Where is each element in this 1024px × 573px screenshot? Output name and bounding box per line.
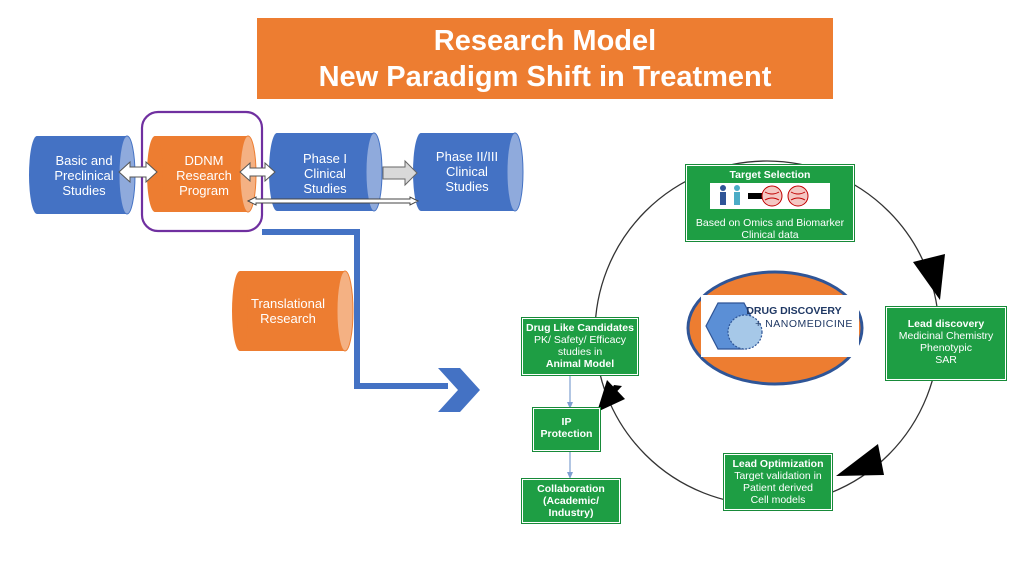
collaboration-line-1: Collaboration	[537, 483, 605, 495]
flow-arrow-line	[262, 229, 448, 389]
drug-like-title: Drug Like Candidates	[526, 322, 634, 334]
logo-line-2: + NANOMEDICINE	[755, 318, 853, 330]
double-arrow-ddnm-phase23	[246, 196, 420, 206]
double-arrow-ddnm-phase1	[239, 161, 276, 183]
cylinder-basic	[29, 135, 136, 215]
title-banner: Research Model New Paradigm Shift in Tre…	[257, 18, 833, 99]
box-collaboration: Collaboration (Academic/ Industry)	[521, 478, 621, 524]
lead-optimization-body-2: Patient derived	[742, 482, 814, 494]
logo-line-1: DRUG DISCOVERY	[746, 305, 841, 317]
omics-icons	[710, 183, 830, 209]
drug-discovery-logo	[686, 270, 864, 386]
title-line-2: New Paradigm Shift in Treatment	[318, 61, 772, 93]
target-selection-title: Target Selection	[729, 169, 811, 181]
lead-discovery-title: Lead discovery	[907, 318, 985, 330]
ip-line-2: Protection	[540, 428, 593, 440]
box-drug-like-candidates: Drug Like Candidates PK/ Safety/ Efficac…	[521, 317, 639, 376]
cylinder-translational	[232, 270, 354, 352]
box-target-selection: Target Selection Based on Omics and Biom…	[685, 164, 855, 242]
lead-discovery-body-1: Medicinal Chemistry	[898, 330, 994, 342]
collaboration-line-3: Industry)	[548, 507, 594, 519]
arrow-phase1-phase23	[382, 159, 418, 187]
lead-discovery-body-2: Phenotypic	[920, 342, 972, 354]
ip-line-1: IP	[561, 416, 572, 428]
chevron-right-icon	[438, 368, 480, 412]
lead-optimization-body-3: Cell models	[750, 494, 806, 506]
collaboration-line-2: (Academic/	[542, 495, 600, 507]
box-lead-optimization: Lead Optimization Target validation in P…	[723, 453, 833, 511]
cylinder-phase23	[413, 132, 524, 212]
target-selection-body-2: Clinical data	[741, 229, 799, 241]
drug-like-emph: Animal Model	[545, 358, 615, 370]
box-lead-discovery: Lead discovery Medicinal Chemistry Pheno…	[885, 306, 1007, 381]
cycle-arrowhead-bottom	[836, 444, 884, 476]
lead-discovery-body-3: SAR	[935, 354, 957, 366]
drug-like-body-1: PK/ Safety/ Efficacy	[533, 334, 626, 346]
target-selection-body-1: Based on Omics and Biomarker	[695, 217, 845, 229]
title-line-1: Research Model	[433, 25, 657, 57]
lead-optimization-body-1: Target validation in	[734, 470, 822, 482]
cylinder-phase1	[269, 132, 383, 212]
cycle-arrowhead-right	[913, 254, 945, 300]
drug-like-body-2: studies in	[557, 346, 603, 358]
double-arrow-basic-ddnm	[118, 160, 158, 184]
box-ip-protection: IP Protection	[532, 407, 601, 452]
lead-optimization-title: Lead Optimization	[732, 458, 824, 470]
